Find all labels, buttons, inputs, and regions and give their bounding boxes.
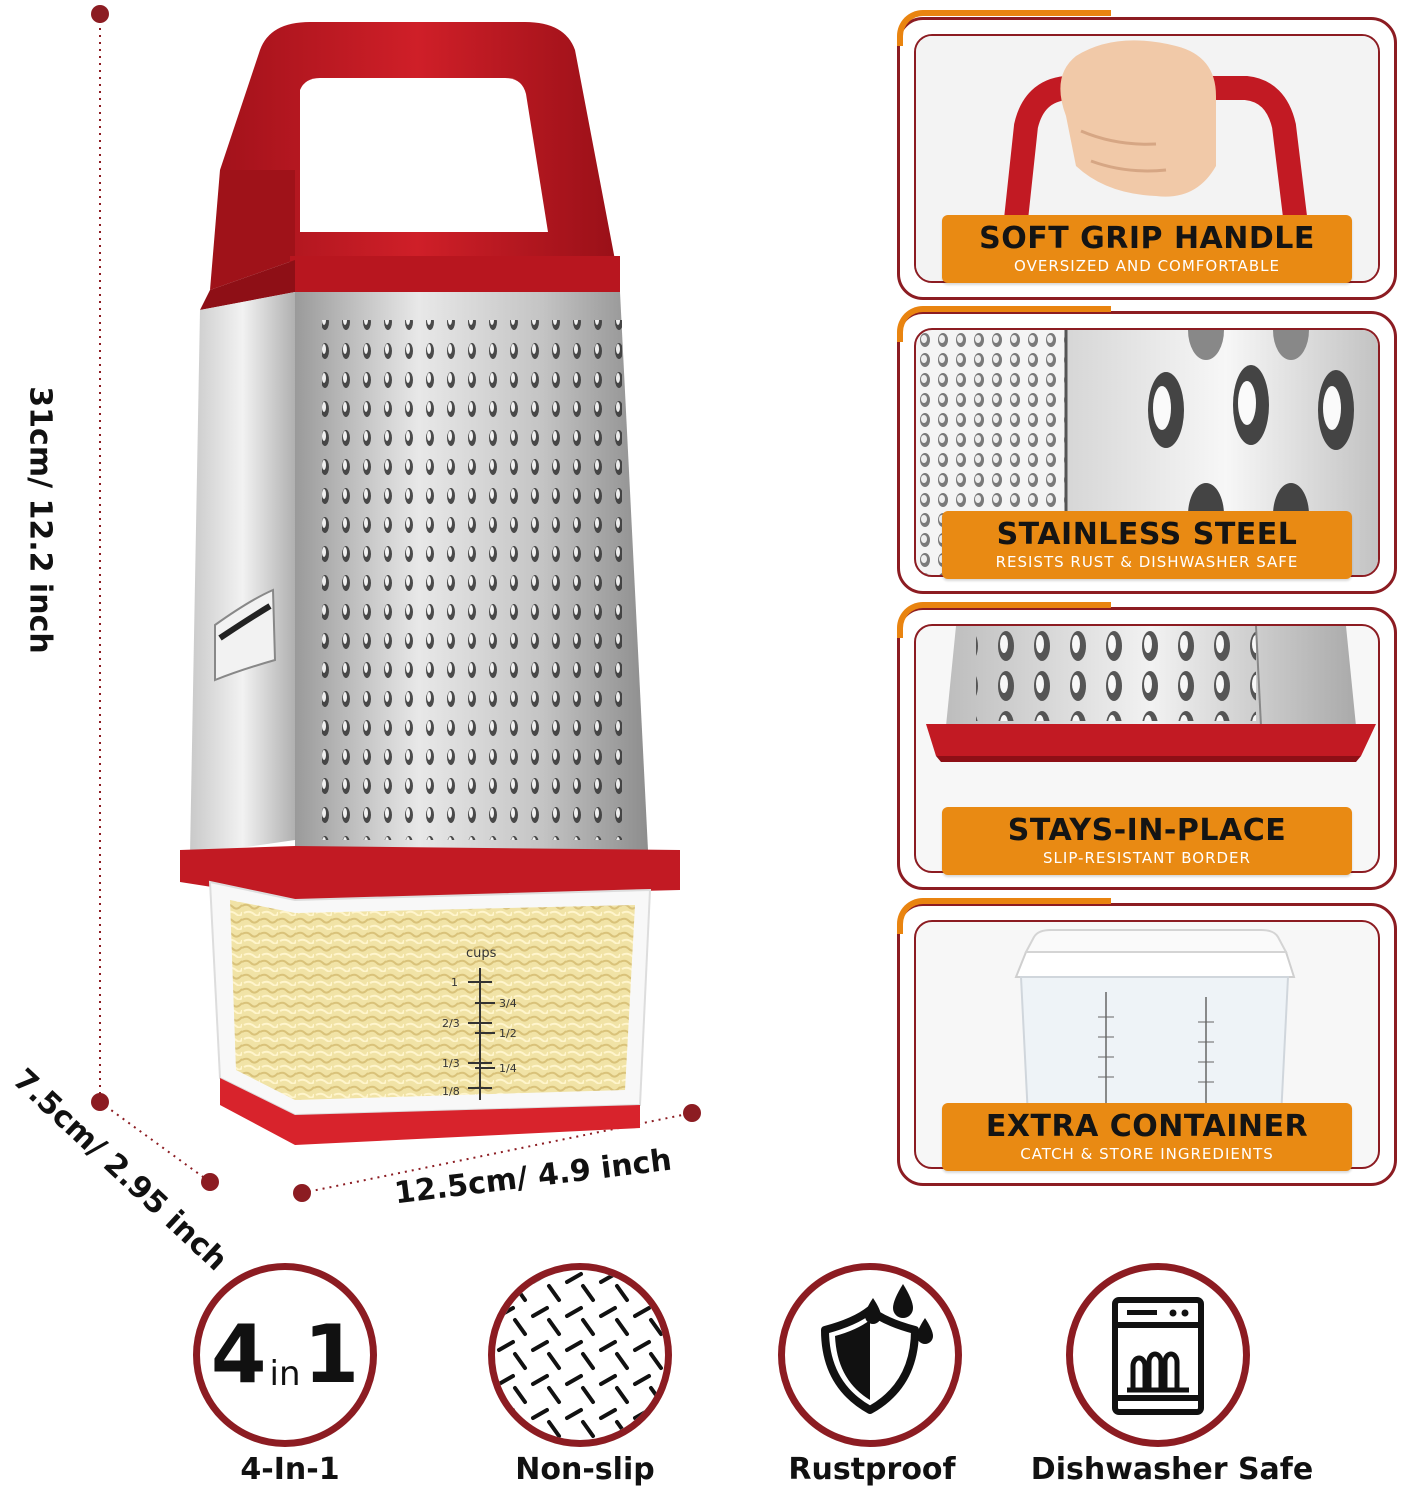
badge-label: 4-In-1 (240, 1452, 340, 1487)
feature-panel-border: STAYS-IN-PLACE SLIP-RESISTANT BORDER (897, 607, 1397, 890)
feature-panel-steel: STAINLESS STEEL RESISTS RUST & DISHWASHE… (897, 311, 1397, 594)
feature-title: STAINLESS STEEL (996, 517, 1298, 552)
feature-banner: STAYS-IN-PLACE SLIP-RESISTANT BORDER (942, 807, 1352, 875)
dishwasher-icon (1112, 1297, 1204, 1415)
four-in-one-number: 1 (303, 1308, 360, 1401)
container-mark: 1/4 (499, 1062, 517, 1075)
container-mark: 1/2 (499, 1027, 517, 1040)
shield-droplets-icon (821, 1284, 933, 1414)
height-dimension: 31cm/ 12.2 inch (22, 386, 58, 654)
feature-subtitle: RESISTS RUST & DISHWASHER SAFE (995, 553, 1299, 571)
non-slip-base-image (926, 626, 1376, 762)
container-mark: 1 (451, 976, 458, 989)
feature-subtitle: SLIP-RESISTANT BORDER (1043, 849, 1251, 867)
feature-banner: SOFT GRIP HANDLE OVERSIZED AND COMFORTAB… (942, 215, 1352, 283)
badge-label: Rustproof (788, 1452, 956, 1487)
panel-accent (897, 306, 1111, 342)
panel-accent (897, 10, 1111, 46)
container-mark: 2/3 (442, 1017, 460, 1030)
diamond-plate-icon (495, 1270, 665, 1440)
container-mark: 3/4 (499, 997, 517, 1010)
feature-subtitle: OVERSIZED AND COMFORTABLE (1014, 257, 1280, 275)
container-mark: 1/3 (442, 1057, 460, 1070)
feature-banner: STAINLESS STEEL RESISTS RUST & DISHWASHE… (942, 511, 1352, 579)
feature-title: SOFT GRIP HANDLE (979, 221, 1315, 256)
badge-label: Non-slip (515, 1452, 655, 1487)
container-unit: cups (466, 946, 497, 961)
panel-accent (897, 898, 1111, 934)
feature-title: EXTRA CONTAINER (985, 1109, 1309, 1144)
grater-product-image: cups 1 2/3 1/3 1/8 3/4 1/2 1/4 (180, 22, 680, 1145)
feature-banner: EXTRA CONTAINER CATCH & STORE INGREDIENT… (942, 1103, 1352, 1171)
container-mark: 1/8 (442, 1085, 460, 1098)
badge-4in1: 4 in 1 (193, 1263, 377, 1447)
badge-label: Dishwasher Safe (1030, 1452, 1314, 1487)
dimension-dot (683, 1104, 701, 1122)
badge-dishwasher (1066, 1263, 1250, 1447)
dimension-dot (201, 1173, 219, 1191)
dimension-dot (91, 5, 109, 23)
badge-non-slip (488, 1263, 672, 1447)
four-in-one-number: 4 (210, 1308, 267, 1401)
feature-title: STAYS-IN-PLACE (1007, 813, 1287, 848)
four-in-one-icon: 4 in 1 (200, 1270, 370, 1440)
panel-accent (897, 602, 1111, 638)
badge-rustproof (778, 1263, 962, 1447)
four-in-one-in: in (269, 1354, 301, 1394)
dimension-dot (293, 1184, 311, 1202)
feature-panel-handle: SOFT GRIP HANDLE OVERSIZED AND COMFORTAB… (897, 17, 1397, 300)
feature-subtitle: CATCH & STORE INGREDIENTS (1020, 1145, 1274, 1163)
feature-panel-container: EXTRA CONTAINER CATCH & STORE INGREDIENT… (897, 903, 1397, 1186)
